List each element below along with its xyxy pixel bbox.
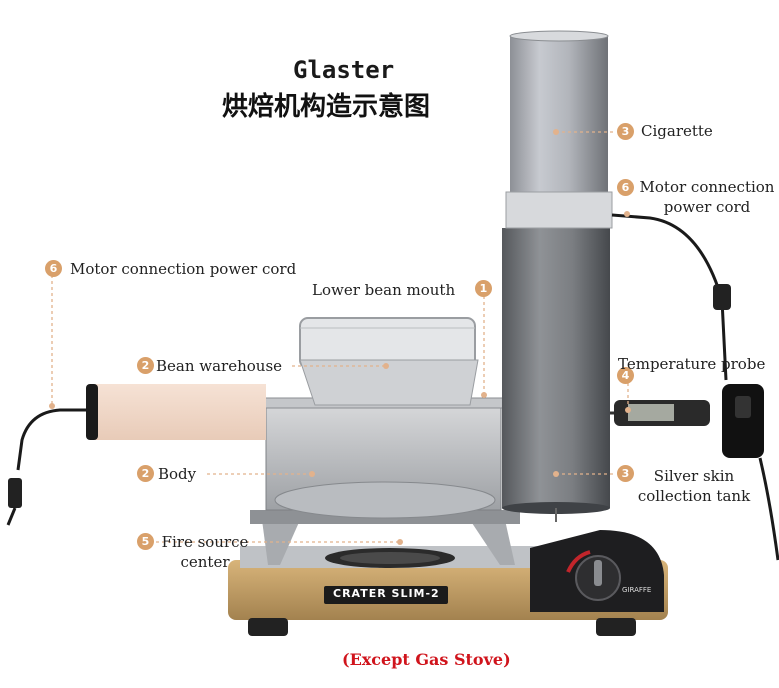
label-bean-warehouse: Bean warehouse [156, 357, 283, 375]
except-gas-stove-caption: (Except Gas Stove) [342, 650, 511, 669]
diagram-subtitle: 烘焙机构造示意图 [222, 92, 431, 122]
callout-number: 1 [475, 280, 492, 297]
label-lower-bean-mouth: Lower bean mouth [312, 281, 456, 299]
label-motor-cord-left: Motor connection power cord [70, 260, 297, 278]
label-body: Body [158, 465, 197, 483]
callout-number: 2 [137, 465, 154, 482]
callout-number: 5 [137, 533, 154, 550]
gas-stove [228, 530, 668, 636]
leader-lines [51, 131, 629, 543]
callout-number: 6 [45, 260, 62, 277]
leader-dots [49, 129, 631, 545]
silver-skin-tank [502, 228, 610, 522]
stove-model-plate: CRATER SLIM-2 [333, 587, 440, 600]
bean-warehouse [299, 317, 479, 406]
stove-knob-brand: GIRAFFE [622, 586, 652, 594]
label-fire-source-center: Fire source center [161, 533, 249, 571]
right-power-cord [611, 213, 779, 561]
callout-number: 6 [617, 179, 634, 196]
callout-number: 4 [617, 367, 634, 384]
callout-number: 3 [617, 123, 634, 140]
temperature-probe [610, 400, 710, 426]
label-silver-skin-tank: Silver skin collection tank [637, 467, 751, 505]
brand-title: Glaster [293, 56, 395, 84]
cigarette-tube [505, 30, 613, 229]
callout-number: 3 [617, 465, 634, 482]
label-motor-cord-right: Motor connection power cord [639, 178, 775, 216]
motor-sleeve [6, 384, 266, 526]
roaster-body [261, 397, 506, 519]
label-cigarette: Cigarette [641, 122, 713, 140]
label-temperature-probe: Temperature probe [618, 355, 766, 373]
callout-number: 2 [137, 357, 154, 374]
